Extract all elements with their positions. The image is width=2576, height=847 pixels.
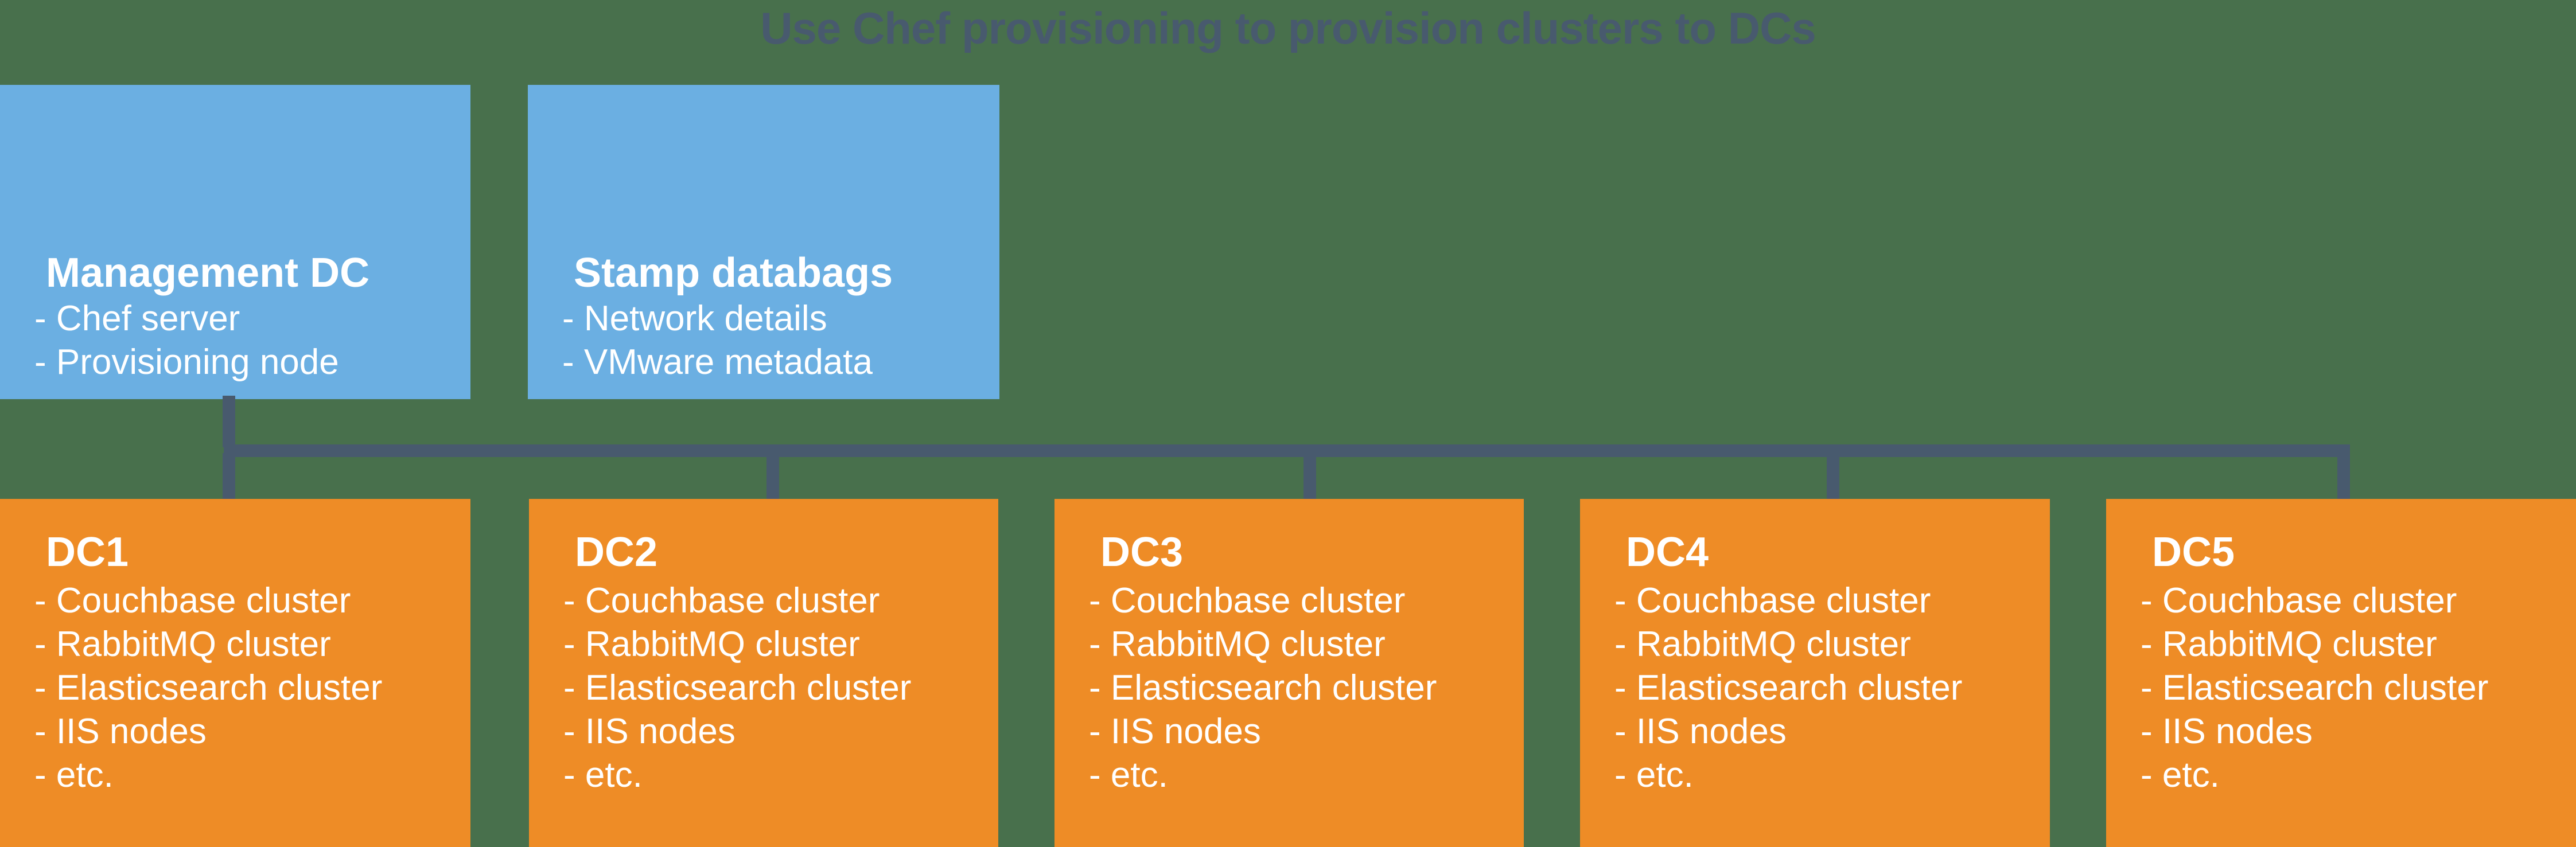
node-bullet: - IIS nodes	[563, 712, 736, 751]
node-dc3: DC3 - Couchbase cluster - RabbitMQ clust…	[1054, 499, 1524, 847]
node-bullet-list: - Couchbase cluster - RabbitMQ cluster -…	[1614, 579, 2045, 797]
node-bullet-list: - Couchbase cluster - RabbitMQ cluster -…	[1089, 579, 1519, 797]
node-bullet: - etc.	[34, 755, 114, 795]
node-bullet: - etc.	[2141, 755, 2220, 795]
connector-horizontal-bus	[224, 444, 2350, 457]
node-dc5: DC5 - Couchbase cluster - RabbitMQ clust…	[2106, 499, 2576, 847]
node-dc2: DC2 - Couchbase cluster - RabbitMQ clust…	[529, 499, 998, 847]
node-bullet: - Couchbase cluster	[563, 581, 880, 620]
page-title: Use Chef provisioning to provision clust…	[760, 3, 1816, 53]
node-bullet: - IIS nodes	[34, 712, 207, 751]
node-dc4: DC4 - Couchbase cluster - RabbitMQ clust…	[1580, 499, 2050, 847]
node-heading: DC3	[1100, 529, 1184, 575]
node-heading: DC2	[575, 529, 658, 575]
node-management-dc: Management DC - Chef server - Provisioni…	[0, 85, 470, 399]
node-heading: Management DC	[46, 250, 370, 296]
node-heading: Stamp databags	[574, 250, 893, 296]
node-bullet: - IIS nodes	[2141, 712, 2313, 751]
node-bullet: - Provisioning node	[34, 342, 339, 382]
connector-drop-dc3	[1303, 453, 1316, 501]
node-bullet: - Elasticsearch cluster	[563, 668, 912, 708]
connector-riser-management-dc	[223, 396, 235, 447]
node-bullet: - Couchbase cluster	[34, 581, 351, 620]
node-bullet: - Elasticsearch cluster	[2141, 668, 2489, 708]
connector-drop-dc1	[223, 453, 235, 501]
node-heading: DC1	[46, 529, 129, 575]
node-bullet: - IIS nodes	[1614, 712, 1787, 751]
node-bullet-list: - Chef server - Provisioning node	[34, 297, 466, 384]
node-bullet: - Couchbase cluster	[1089, 581, 1406, 620]
node-stamp-databags: Stamp databags - Network details - VMwar…	[528, 85, 999, 399]
node-bullet-list: - Couchbase cluster - RabbitMQ cluster -…	[563, 579, 994, 797]
node-bullet: - IIS nodes	[1089, 712, 1261, 751]
node-bullet: - Network details	[562, 299, 827, 338]
node-bullet: - RabbitMQ cluster	[563, 624, 860, 664]
node-heading: DC5	[2152, 529, 2235, 575]
node-dc1: DC1 - Couchbase cluster - RabbitMQ clust…	[0, 499, 470, 847]
node-bullet: - VMware metadata	[562, 342, 873, 382]
node-bullet: - RabbitMQ cluster	[34, 624, 331, 664]
node-bullet-list: - Couchbase cluster - RabbitMQ cluster -…	[2141, 579, 2571, 797]
node-bullet: - etc.	[1089, 755, 1168, 795]
node-bullet-list: - Network details - VMware metadata	[562, 297, 995, 384]
connector-drop-dc5	[2337, 453, 2350, 501]
node-bullet: - etc.	[563, 755, 643, 795]
node-heading: DC4	[1626, 529, 1709, 575]
node-bullet: - RabbitMQ cluster	[1089, 624, 1386, 664]
node-bullet: - Couchbase cluster	[2141, 581, 2457, 620]
node-bullet: - RabbitMQ cluster	[2141, 624, 2437, 664]
node-bullet: - RabbitMQ cluster	[1614, 624, 1911, 664]
node-bullet: - Couchbase cluster	[1614, 581, 1931, 620]
node-bullet: - Elasticsearch cluster	[1614, 668, 1963, 708]
connector-drop-dc2	[766, 453, 779, 501]
node-bullet: - Elasticsearch cluster	[34, 668, 383, 708]
node-bullet: - Elasticsearch cluster	[1089, 668, 1437, 708]
node-bullet-list: - Couchbase cluster - RabbitMQ cluster -…	[34, 579, 466, 797]
node-bullet: - Chef server	[34, 299, 240, 338]
node-bullet: - etc.	[1614, 755, 1694, 795]
connector-drop-dc4	[1827, 453, 1839, 501]
